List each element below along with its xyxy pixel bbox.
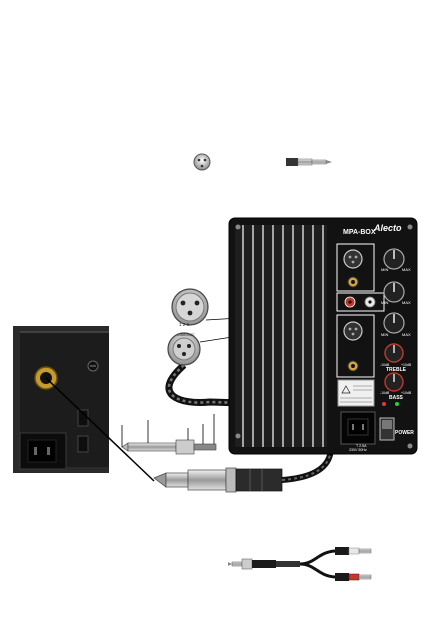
mixer-rear-panel — [13, 326, 109, 473]
treble-knob — [384, 343, 404, 363]
knob-max-label: MAX — [402, 300, 411, 305]
power-label: POWER — [395, 430, 414, 436]
rca-input-pair — [336, 292, 385, 312]
volume-knob-3 — [383, 312, 405, 334]
jack-plug-small-icon — [286, 158, 332, 166]
y-splitter-cable — [228, 547, 372, 581]
xlr-connector-small-icon — [193, 153, 211, 171]
input-channel-2 — [336, 314, 375, 378]
knob-max-label: MAX — [402, 267, 411, 272]
bass-db-high: +10dB — [401, 391, 412, 395]
volume-knob-1 — [383, 248, 405, 270]
knob-min-label: MIN — [381, 300, 388, 305]
xlr-plug-side — [167, 332, 201, 366]
bass-db-low: -10dB — [380, 391, 390, 395]
volume-knob-2 — [383, 281, 405, 303]
warning-triangle-icon — [341, 385, 351, 394]
model-label: MPA-BOX — [343, 229, 376, 236]
xlr-plug-front — [171, 288, 209, 326]
rca-plug-red — [335, 573, 372, 581]
jack-plug-exploded — [121, 414, 217, 455]
rca-plug-white — [335, 547, 372, 555]
bass-label: BASS — [389, 395, 404, 401]
xlr-pin-numbers: 1 2 3 — [179, 322, 190, 327]
power-led — [395, 402, 399, 406]
treble-label: TREBLE — [386, 367, 407, 373]
mains-rating: 230V 50Hz — [349, 448, 367, 452]
input-channel-1 — [336, 243, 375, 292]
bass-knob — [384, 372, 404, 392]
knob-min-label: MIN — [381, 267, 388, 272]
connection-line — [45, 377, 155, 482]
heatsink-fins — [235, 225, 327, 447]
xlr-input-socket — [343, 321, 363, 341]
jack-plug-large — [153, 467, 283, 493]
mixer-iec-socket — [19, 432, 67, 470]
module-iec-socket — [340, 411, 376, 445]
treble-db-low: -10dB — [380, 363, 390, 367]
brand-logo: Alecto — [373, 223, 402, 233]
xlr-input-socket — [343, 249, 363, 269]
knob-max-label: MAX — [402, 332, 411, 337]
xlr-caption: LINE/MIC — [177, 332, 194, 337]
fuse-rating: T 2.5A — [356, 444, 367, 448]
knob-min-label: MIN — [381, 332, 388, 337]
power-switch — [379, 417, 395, 441]
treble-db-high: +10dB — [401, 363, 412, 367]
clip-led — [382, 402, 386, 406]
